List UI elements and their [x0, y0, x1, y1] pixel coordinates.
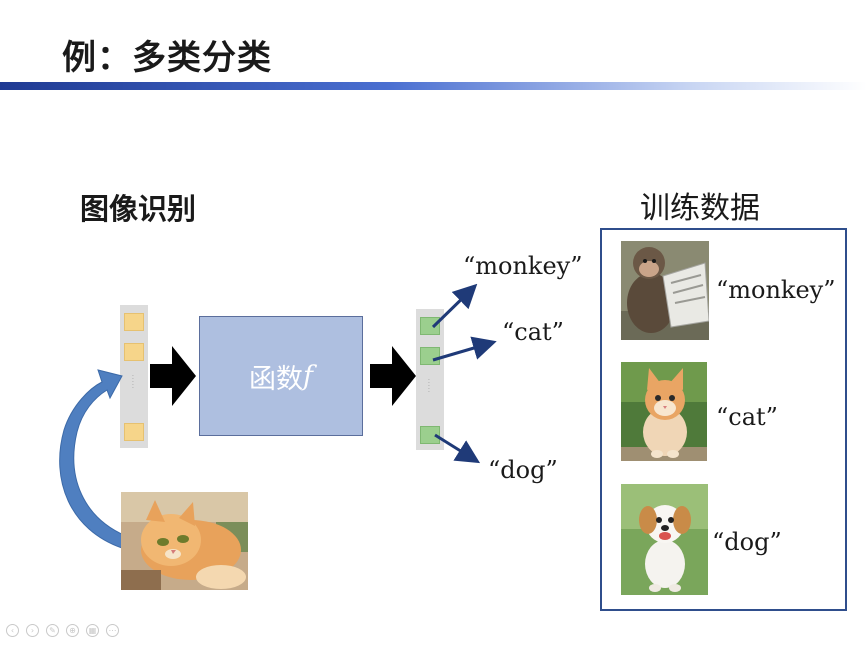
input-vector-cell	[124, 343, 144, 361]
input-feature-vector: ·····	[120, 305, 148, 448]
section-heading-training-data: 训练数据	[640, 191, 760, 226]
slides-grid-icon[interactable]: ▦	[86, 624, 99, 637]
training-label-cat: “cat”	[716, 403, 778, 431]
training-label-dog: “dog”	[712, 528, 782, 556]
training-data-frame	[600, 228, 847, 611]
more-options-icon[interactable]: ⋯	[106, 624, 119, 637]
training-label-monkey: “monkey”	[716, 276, 836, 304]
black-right-arrow-icon	[150, 346, 196, 406]
arrow-to-monkey-icon	[431, 283, 478, 329]
pen-icon[interactable]: ✎	[46, 624, 59, 637]
training-image-monkey	[621, 241, 709, 340]
presentation-toolbar: ‹ › ✎ ⊕ ▦ ⋯	[6, 624, 146, 640]
next-slide-icon[interactable]: ›	[26, 624, 39, 637]
input-cat-image	[121, 492, 248, 590]
function-box	[199, 316, 363, 436]
training-image-kitten	[621, 362, 707, 461]
arrow-to-dog-icon	[434, 433, 481, 464]
function-label: 函数 f	[199, 316, 363, 436]
output-score-vector: ·····	[416, 309, 444, 450]
output-vector-cell	[420, 317, 440, 335]
input-vector-cell	[124, 313, 144, 331]
output-vector-cell	[420, 426, 440, 444]
function-label-variable: f	[303, 360, 313, 392]
black-right-arrow-icon	[370, 346, 416, 406]
arrow-to-cat-icon	[432, 336, 497, 362]
output-arrows	[431, 283, 497, 464]
previous-slide-icon[interactable]: ‹	[6, 624, 19, 637]
curved-blue-arrow-icon	[59, 369, 127, 549]
title-underline-bar	[0, 82, 867, 90]
ellipsis-vertical-icon: ·····	[428, 377, 430, 396]
ellipsis-vertical-icon: ·····	[132, 373, 134, 392]
slide-title: 例：多类分类	[62, 38, 272, 78]
zoom-icon[interactable]: ⊕	[66, 624, 79, 637]
training-image-puppy	[621, 484, 708, 595]
output-label-monkey: “monkey”	[463, 252, 583, 280]
output-label-dog: “dog”	[488, 456, 558, 484]
function-label-text: 函数	[249, 363, 303, 395]
output-label-cat: “cat”	[502, 318, 564, 346]
input-vector-cell	[124, 423, 144, 441]
section-heading-image-recognition: 图像识别	[80, 192, 197, 226]
